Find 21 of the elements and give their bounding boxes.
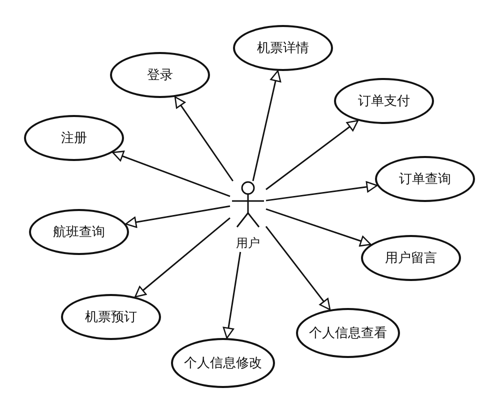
use-case-ellipse: 个人信息查看: [296, 308, 400, 358]
use-case-ellipse: 订单查询: [375, 156, 475, 202]
arrow: [112, 150, 230, 197]
arrow: [266, 208, 372, 247]
arrow: [265, 226, 331, 310]
use-case-ellipse: 用户留言: [361, 235, 461, 281]
use-case-ellipse: 机票详情: [233, 25, 333, 71]
arrow: [266, 120, 358, 190]
actor-label: 用户: [235, 235, 261, 252]
arrow: [125, 205, 230, 228]
use-case-ellipse: 注册: [24, 115, 124, 161]
arrow: [222, 252, 242, 339]
arrow: [252, 70, 282, 182]
arrow: [134, 217, 230, 298]
use-case-ellipse: 个人信息修改: [171, 338, 275, 388]
arrow: [266, 181, 378, 202]
arrow: [174, 96, 234, 182]
use-case-ellipse: 航班查询: [29, 209, 129, 255]
use-case-ellipse: 登录: [110, 52, 210, 98]
use-case-ellipse: 订单支付: [334, 78, 434, 124]
use-case-ellipse: 机票预订: [61, 294, 161, 340]
